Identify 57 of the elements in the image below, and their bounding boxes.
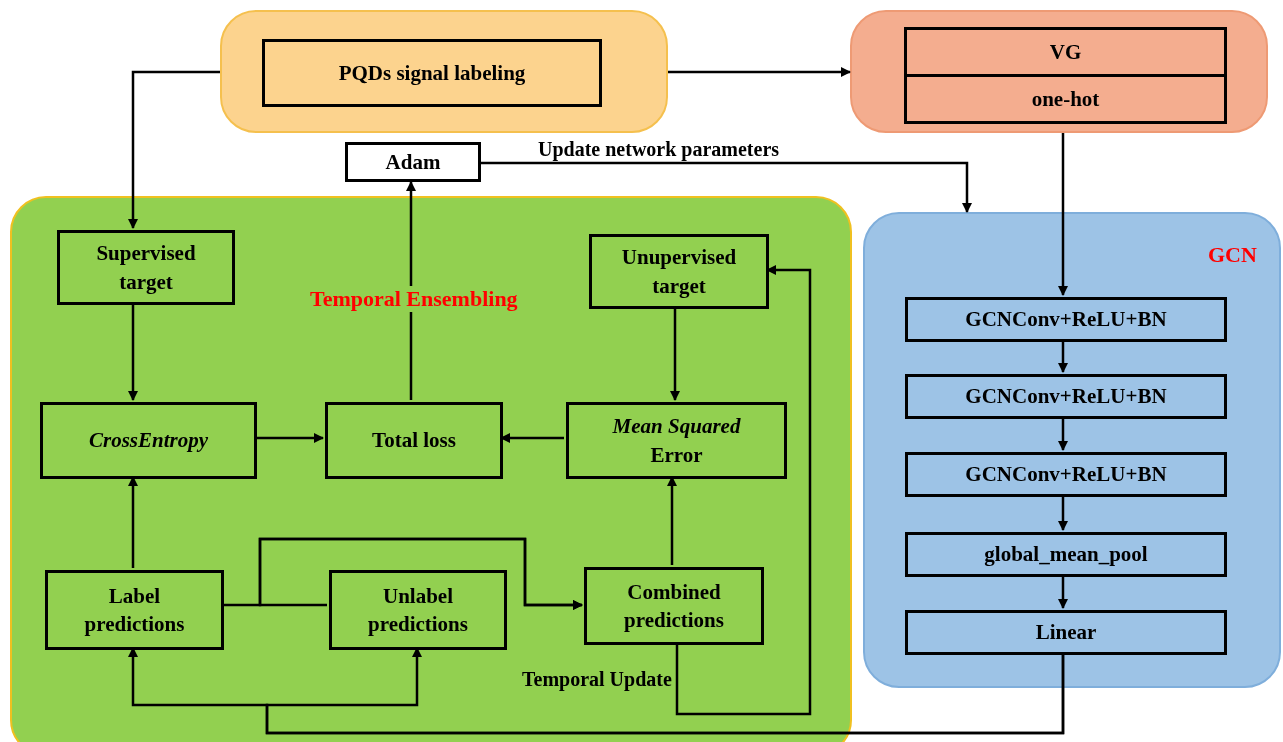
box-label: Mean Squared Error xyxy=(611,413,742,469)
group-panel xyxy=(10,196,852,742)
arrow xyxy=(668,67,851,77)
process-box xyxy=(904,74,1227,124)
process-box xyxy=(40,402,257,479)
arrow xyxy=(1058,417,1068,451)
edge-label: Temporal Update xyxy=(520,668,674,691)
process-box xyxy=(904,27,1227,77)
group-panel xyxy=(220,10,668,133)
process-box xyxy=(905,610,1227,655)
process-box xyxy=(905,532,1227,577)
arrow xyxy=(1058,495,1068,531)
arrow xyxy=(670,307,680,401)
arrow xyxy=(667,476,677,565)
box-label: PQDs signal labeling xyxy=(338,59,526,87)
box-label: GCNConv+ReLU+BN xyxy=(965,461,1167,489)
box-label: Unupervised target xyxy=(620,244,738,300)
arrow xyxy=(1058,340,1068,373)
box-label: GCNConv+ReLU+BN xyxy=(965,383,1167,411)
box-label: CrossEntropy xyxy=(88,427,208,455)
edge-label: Update network parameters xyxy=(536,138,782,161)
group-panel xyxy=(850,10,1268,133)
arrow xyxy=(128,303,138,401)
process-box xyxy=(905,297,1227,342)
arrow xyxy=(500,433,564,443)
arrow xyxy=(675,265,812,716)
process-box xyxy=(45,570,224,650)
box-label: VG xyxy=(1049,38,1082,66)
box-label: Linear xyxy=(1035,619,1097,647)
group-panel xyxy=(863,212,1281,688)
process-box xyxy=(262,39,602,107)
box-label: one-hot xyxy=(1031,85,1100,113)
arrow xyxy=(1058,575,1068,609)
process-box xyxy=(584,567,764,645)
process-box xyxy=(566,402,787,479)
process-box xyxy=(329,570,507,650)
process-box xyxy=(589,234,769,309)
box-label: Combined predictions xyxy=(623,578,725,634)
panel-heading: Temporal Ensembling xyxy=(307,286,521,312)
box-label: Supervised target xyxy=(95,240,197,296)
arrow xyxy=(1058,133,1068,296)
arrow xyxy=(481,161,972,213)
box-label: Label predictions xyxy=(83,582,186,638)
box-label: Adam xyxy=(385,148,441,176)
arrow xyxy=(255,433,324,443)
box-label: Unlabel predictions xyxy=(367,582,469,638)
process-box xyxy=(905,452,1227,497)
box-label: global_mean_pool xyxy=(984,541,1148,569)
arrow xyxy=(128,70,220,229)
box-label: Total loss xyxy=(372,427,456,455)
arrow xyxy=(128,476,138,568)
process-box xyxy=(345,142,481,182)
arrow xyxy=(406,181,416,400)
process-box xyxy=(57,230,235,305)
box-label: GCNConv+ReLU+BN xyxy=(965,306,1167,334)
process-box xyxy=(905,374,1227,419)
process-box xyxy=(325,402,503,479)
